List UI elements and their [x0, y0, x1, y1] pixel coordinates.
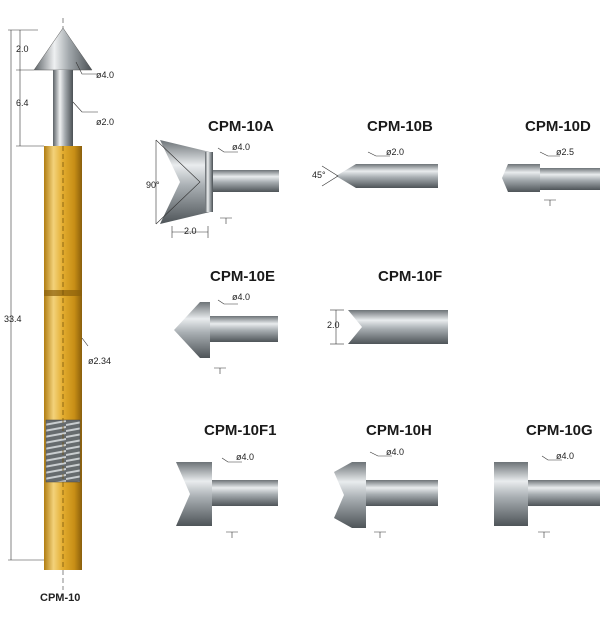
tip-cpm-10b [321, 151, 438, 188]
tip-title-cpm-10e: CPM-10E [210, 268, 276, 285]
tip-diameter-cpm-10a: ø4.0 [232, 142, 251, 152]
tip-cpm-10f1 [176, 457, 278, 538]
head-diameter-label: ø4.0 [96, 70, 115, 80]
tip-title-cpm-10d: CPM-10D [525, 118, 591, 135]
main-dimensions [8, 29, 98, 561]
tip-diameter-cpm-10g: ø4.0 [556, 451, 575, 461]
tip-cpm-10f [330, 309, 448, 345]
tip-cpm-10h [334, 451, 438, 538]
barrel-diameter-label: ø2.34 [88, 356, 112, 366]
tip-cpm-10a [155, 139, 279, 238]
tip-cpm-10g [494, 455, 600, 538]
tip-cpm-10d [502, 151, 600, 206]
tip-length-cpm-10f: 2.0 [327, 320, 340, 330]
tip-angle-cpm-10a: 90° [146, 180, 160, 190]
tip-diameter-cpm-10b: ø2.0 [386, 147, 405, 157]
main-probe-label: CPM-10 [40, 592, 81, 604]
tip-title-cpm-10b: CPM-10B [367, 118, 433, 135]
tip-diameter-cpm-10f1: ø4.0 [236, 452, 255, 462]
tip-title-cpm-10f1: CPM-10F1 [204, 422, 277, 439]
neck-length-label: 6.4 [16, 98, 29, 108]
tip-diameter-cpm-10d: ø2.5 [556, 147, 575, 157]
tip-title-cpm-10g: CPM-10G [526, 422, 593, 439]
tip-cpm-10e [174, 299, 278, 374]
neck-diameter-label: ø2.0 [96, 117, 115, 127]
tip-diameter-cpm-10h: ø4.0 [386, 447, 405, 457]
tip-title-cpm-10h: CPM-10H [366, 422, 432, 439]
tip-length-cpm-10a: 2.0 [184, 226, 197, 236]
tip-length-label: 2.0 [16, 44, 29, 54]
tip-title-cpm-10f: CPM-10F [378, 268, 443, 285]
overall-length-label: 33.4 [4, 314, 22, 324]
main-probe [33, 18, 93, 590]
tip-angle-cpm-10b: 45° [312, 170, 326, 180]
tip-title-cpm-10a: CPM-10A [208, 118, 274, 135]
tip-diameter-cpm-10e: ø4.0 [232, 292, 251, 302]
